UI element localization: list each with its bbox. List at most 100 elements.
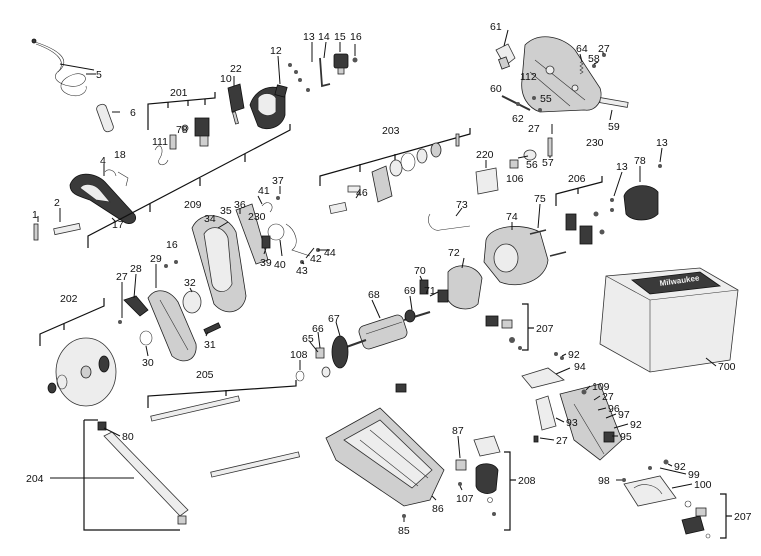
callout-68: 68 — [368, 289, 380, 301]
lower-guard-arm-35-36 — [235, 203, 269, 265]
washer-30 — [139, 330, 153, 346]
callout-35: 35 — [220, 205, 232, 217]
callout-208: 208 — [518, 475, 536, 487]
pin-31 — [203, 322, 222, 335]
callout-207a: 207 — [536, 323, 554, 335]
callout-92c: 92 — [674, 461, 686, 473]
callout-37: 37 — [272, 175, 284, 187]
callout-43: 43 — [296, 265, 308, 277]
bevel-scale-94 — [521, 367, 565, 389]
callout-61: 61 — [490, 21, 502, 33]
cover-220 — [475, 167, 499, 195]
screws-99 — [648, 459, 669, 470]
shoe-base-86 — [325, 407, 445, 507]
callout-16a: 16 — [350, 31, 362, 43]
callout-27a: 27 — [598, 43, 610, 55]
strain-relief — [96, 103, 114, 133]
callout-29: 29 — [150, 253, 162, 265]
callout-206: 206 — [568, 173, 586, 185]
bracket-206 — [555, 176, 603, 206]
saw-blade — [47, 337, 117, 407]
gearbox-parts — [328, 133, 460, 215]
rod-2 — [53, 222, 81, 236]
callout-27e: 27 — [556, 435, 568, 447]
callout-32: 32 — [184, 277, 196, 289]
leader-lines — [37, 29, 717, 522]
callout-97: 97 — [618, 409, 630, 421]
knob-95 — [603, 431, 615, 443]
callout-12: 12 — [270, 45, 282, 57]
motor-housing-74 — [483, 226, 549, 286]
callout-86: 86 — [432, 503, 444, 515]
callout-16b: 16 — [166, 239, 178, 251]
callout-44: 44 — [324, 247, 336, 259]
callout-73: 73 — [456, 199, 468, 211]
carry-case-700: Milwaukee — [599, 267, 739, 373]
callout-202: 202 — [60, 293, 78, 305]
callout-62: 62 — [512, 113, 524, 125]
spring-37-41 — [261, 196, 280, 213]
callout-92a: 92 — [568, 349, 580, 361]
callout-87: 87 — [452, 425, 464, 437]
callout-96: 96 — [608, 403, 620, 415]
bracket-209 — [87, 124, 291, 248]
callout-94: 94 — [574, 361, 586, 373]
upper-guard — [249, 86, 286, 130]
callout-207b: 207 — [734, 511, 752, 523]
callout-13c: 13 — [616, 161, 628, 173]
dust-port-61 — [495, 43, 516, 70]
screw-16b — [164, 260, 178, 268]
callout-5: 5 — [96, 69, 102, 81]
callout-203: 203 — [382, 125, 400, 137]
gear-housing-cover — [521, 36, 602, 113]
callout-71: 71 — [424, 285, 436, 297]
bracket-207-b — [720, 493, 727, 539]
screw-98 — [622, 478, 626, 482]
callout-109: 109 — [592, 381, 610, 393]
callout-78b: 78 — [634, 155, 646, 167]
callout-70: 70 — [414, 265, 426, 277]
bevel-knob — [227, 83, 245, 125]
callout-30: 30 — [142, 357, 154, 369]
hex-key — [319, 57, 331, 88]
battery-latch-78 — [623, 185, 659, 221]
bracket-205 — [147, 380, 297, 408]
screws-92 — [554, 352, 564, 360]
callout-65: 65 — [302, 333, 314, 345]
callout-14: 14 — [318, 31, 330, 43]
callout-99: 99 — [688, 469, 700, 481]
callout-34: 34 — [204, 213, 216, 225]
callout-107: 107 — [456, 493, 474, 505]
spacer-106 — [509, 159, 519, 169]
callout-230b: 230 — [248, 211, 266, 223]
fan-67 — [331, 335, 349, 369]
callout-700: 700 — [718, 361, 736, 373]
bracket-201 — [147, 92, 216, 130]
pin-59 — [599, 97, 629, 108]
callout-39: 39 — [260, 257, 272, 269]
callout-64: 64 — [576, 43, 588, 55]
callout-15: 15 — [334, 31, 346, 43]
callout-66: 66 — [312, 323, 324, 335]
rails-205 — [150, 395, 301, 478]
base-plate-29 — [147, 290, 197, 362]
power-cord — [31, 38, 87, 97]
bracket-204 — [83, 420, 180, 531]
callout-57: 57 — [542, 157, 554, 169]
callout-4: 4 — [100, 155, 106, 167]
field-72 — [447, 265, 483, 310]
bracket-207-a — [522, 303, 529, 351]
callout-36: 36 — [234, 199, 246, 211]
shaft-57 — [547, 137, 553, 157]
callout-46: 46 — [356, 187, 368, 199]
callout-55: 55 — [540, 93, 552, 105]
callout-75: 75 — [534, 193, 546, 205]
callout-31: 31 — [204, 339, 216, 351]
callout-74: 74 — [506, 211, 518, 223]
callout-93: 93 — [566, 417, 578, 429]
callout-108: 108 — [290, 349, 308, 361]
callout-230a: 230 — [586, 137, 604, 149]
blade-guard-34 — [191, 215, 247, 313]
handle-housing — [69, 169, 137, 224]
screws-13c — [610, 164, 662, 212]
